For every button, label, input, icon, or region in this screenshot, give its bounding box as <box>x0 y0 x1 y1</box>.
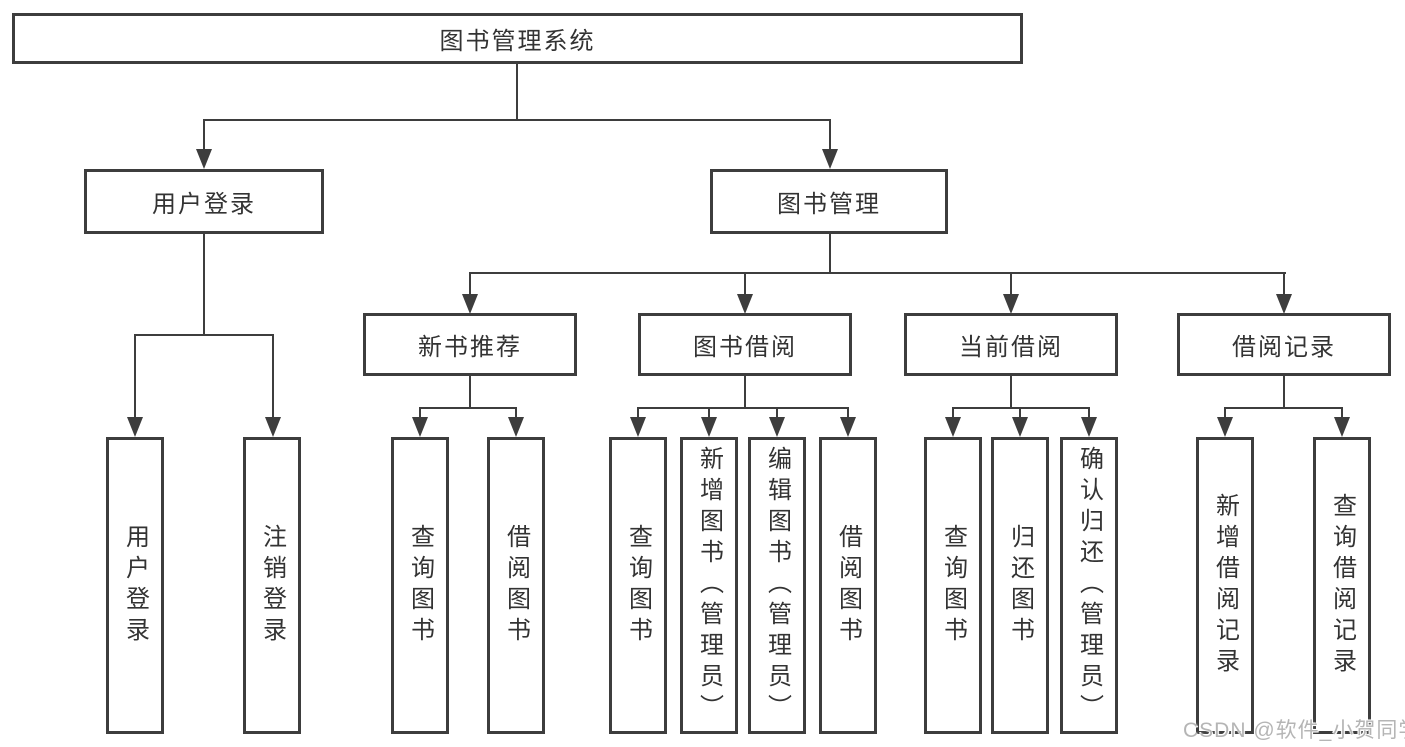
node-label: 图书管理 <box>777 191 881 218</box>
leaf-borrow-books-recommend: 借阅图书 <box>487 437 545 734</box>
leaf-query-books-borrow: 查询图书 <box>609 437 667 734</box>
connector-line <box>516 62 518 120</box>
leaf-add-book-admin: 新增图书（管理员） <box>680 437 738 734</box>
node-label: 新书推荐 <box>418 334 522 361</box>
arrowhead-down-icon <box>1012 417 1028 437</box>
node-label: 当前借阅 <box>959 334 1063 361</box>
leaf-label: 编辑图书（管理员） <box>763 446 791 725</box>
leaf-label: 用户登录 <box>121 523 149 648</box>
leaf-label: 新增借阅记录 <box>1211 492 1239 679</box>
node-book-management: 图书管理 <box>710 169 948 234</box>
watermark: CSDN @软件_小贺同学 <box>1183 719 1405 742</box>
node-label: 图书借阅 <box>693 334 797 361</box>
leaf-label: 归还图书 <box>1006 523 1034 648</box>
leaf-query-books-recommend: 查询图书 <box>391 437 449 734</box>
arrowhead-down-icon <box>462 294 478 314</box>
connector-line <box>419 407 421 419</box>
connector-line <box>203 119 205 151</box>
connector-line <box>847 407 849 419</box>
connector-line <box>419 407 517 409</box>
leaf-logout: 注销登录 <box>243 437 301 734</box>
leaf-label: 查询借阅记录 <box>1328 492 1356 679</box>
leaf-user-login: 用户登录 <box>106 437 164 734</box>
connector-line <box>637 407 639 419</box>
connector-line <box>637 407 849 409</box>
leaf-edit-book-admin: 编辑图书（管理员） <box>748 437 806 734</box>
leaf-label: 注销登录 <box>258 523 286 648</box>
connector-line <box>134 334 274 336</box>
connector-line <box>469 272 471 296</box>
connector-line <box>1088 407 1090 419</box>
arrowhead-down-icon <box>1003 294 1019 314</box>
arrowhead-down-icon <box>1081 417 1097 437</box>
node-label: 借阅记录 <box>1232 334 1336 361</box>
connector-line <box>1010 375 1012 409</box>
connector-line <box>952 407 954 419</box>
leaf-label: 借阅图书 <box>834 523 862 648</box>
arrowhead-down-icon <box>127 417 143 437</box>
connector-line <box>952 407 1090 409</box>
leaf-query-books-current: 查询图书 <box>924 437 982 734</box>
arrowhead-down-icon <box>822 149 838 169</box>
connector-line <box>776 407 778 419</box>
node-user-login: 用户登录 <box>84 169 324 234</box>
connector-line <box>1010 272 1012 296</box>
connector-line <box>272 334 274 419</box>
connector-line <box>829 119 831 151</box>
connector-line <box>203 119 831 121</box>
arrowhead-down-icon <box>508 417 524 437</box>
connector-line <box>1224 407 1226 419</box>
arrowhead-down-icon <box>196 149 212 169</box>
leaf-label: 确认归还（管理员） <box>1075 446 1103 725</box>
arrowhead-down-icon <box>1217 417 1233 437</box>
arrowhead-down-icon <box>840 417 856 437</box>
connector-line <box>708 407 710 419</box>
node-borrowing-records: 借阅记录 <box>1177 313 1391 376</box>
leaf-label: 查询图书 <box>624 523 652 648</box>
connector-line <box>829 233 831 274</box>
arrowhead-down-icon <box>701 417 717 437</box>
connector-line <box>744 375 746 409</box>
leaf-confirm-return-admin: 确认归还（管理员） <box>1060 437 1118 734</box>
arrowhead-down-icon <box>412 417 428 437</box>
arrowhead-down-icon <box>630 417 646 437</box>
leaf-label: 查询图书 <box>406 523 434 648</box>
connector-line <box>515 407 517 419</box>
arrowhead-down-icon <box>1334 417 1350 437</box>
node-label: 图书管理系统 <box>439 28 596 55</box>
node-library-management-system: 图书管理系统 <box>12 13 1023 64</box>
leaf-return-books: 归还图书 <box>991 437 1049 734</box>
arrowhead-down-icon <box>1276 294 1292 314</box>
arrowhead-down-icon <box>769 417 785 437</box>
leaf-borrow-books-borrow: 借阅图书 <box>819 437 877 734</box>
arrowhead-down-icon <box>945 417 961 437</box>
leaf-label: 新增图书（管理员） <box>695 446 723 725</box>
connector-line <box>1224 407 1342 409</box>
node-current-borrowing: 当前借阅 <box>904 313 1118 376</box>
connector-line <box>1283 272 1285 296</box>
node-new-book-recommendation: 新书推荐 <box>363 313 577 376</box>
connector-line <box>134 334 136 419</box>
connector-line <box>1019 407 1021 419</box>
connector-line <box>744 272 746 296</box>
connector-line <box>469 375 471 409</box>
connector-line <box>1283 375 1285 409</box>
node-label: 用户登录 <box>152 191 256 218</box>
leaf-label: 借阅图书 <box>502 523 530 648</box>
leaf-add-borrow-record: 新增借阅记录 <box>1196 437 1254 734</box>
connector-line <box>203 233 205 336</box>
arrowhead-down-icon <box>737 294 753 314</box>
connector-line <box>469 272 1286 274</box>
leaf-query-borrow-record: 查询借阅记录 <box>1313 437 1371 734</box>
connector-line <box>1341 407 1343 419</box>
node-book-borrowing: 图书借阅 <box>638 313 852 376</box>
leaf-label: 查询图书 <box>939 523 967 648</box>
arrowhead-down-icon <box>265 417 281 437</box>
